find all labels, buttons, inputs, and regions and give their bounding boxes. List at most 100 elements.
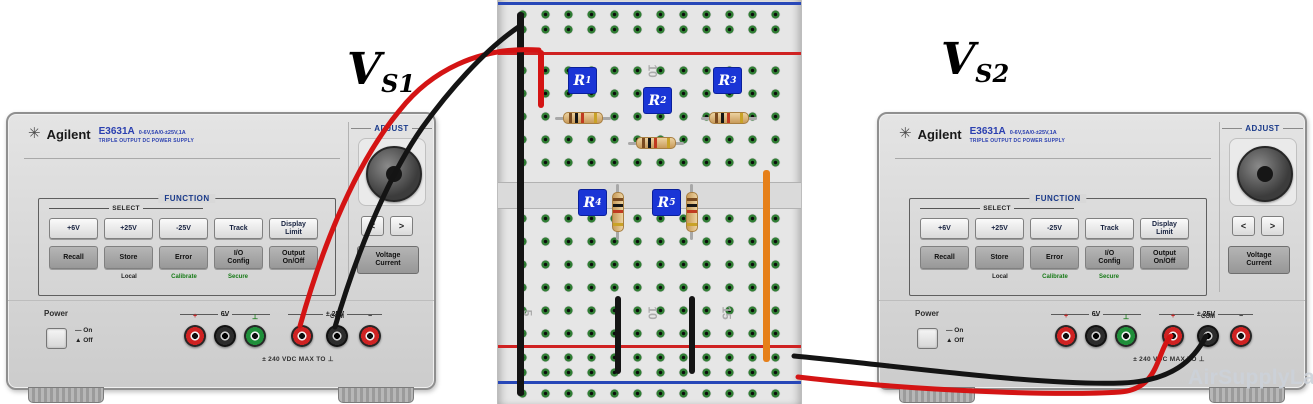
panel-divider [895, 158, 1211, 159]
track-button[interactable]: Track [214, 218, 263, 239]
terminal-com[interactable] [326, 325, 348, 347]
model-subtitle: TRIPLE OUTPUT DC POWER SUPPLY [969, 138, 1065, 144]
com-mark: COM [330, 314, 344, 320]
error-button[interactable]: Error [1030, 246, 1079, 269]
voltage-current-button[interactable]: Voltage Current [357, 246, 419, 274]
model-specs: 0-6V,5A/0-±25V,1A [1009, 130, 1057, 136]
select-label: SELECT [983, 205, 1011, 212]
brand-name: Agilent [917, 127, 962, 142]
power-button[interactable] [917, 328, 938, 349]
on-label: — On [946, 327, 964, 334]
adjust-knob[interactable] [1229, 138, 1297, 206]
minus-mark-25v: − [1238, 313, 1244, 320]
terminal-25v-minus[interactable] [1230, 325, 1252, 347]
psu-front-panel: ✳ Agilent E3631A 0-6V,5A/0-±25V,1A TRIPL… [6, 112, 436, 390]
psu-foot [1209, 387, 1285, 403]
minus25v-button[interactable]: -25V [159, 218, 208, 239]
model-specs: 0-6V,5A/0-±25V,1A [138, 130, 186, 136]
plus25v-button[interactable]: +25V [975, 218, 1024, 239]
onoff-labels: — On ▲ Off [75, 327, 93, 345]
power-label: Power [915, 309, 940, 318]
arrow-left-button[interactable]: < [1232, 216, 1255, 236]
knob-dial[interactable] [1237, 146, 1293, 202]
agilent-logo-icon: ✳ [899, 125, 912, 142]
recall-button[interactable]: Recall [920, 246, 969, 269]
terminal-com[interactable] [1197, 325, 1219, 347]
jumper-wire-black-r4 [615, 296, 621, 374]
voltage-current-button[interactable]: Voltage Current [1228, 246, 1290, 274]
io-config-button[interactable]: I/O Config [214, 246, 263, 269]
column-number: 10 [645, 306, 660, 320]
brand-row: ✳ Agilent E3631A 0-6V,5A/0-±25V,1A TRIPL… [899, 124, 1065, 144]
plus25v-button[interactable]: +25V [104, 218, 153, 239]
resistor-body [709, 112, 749, 124]
com-mark: COM [1201, 314, 1215, 320]
resistor-r4 [612, 184, 624, 240]
terminal-6v-plus[interactable] [1055, 325, 1077, 347]
adjust-section: ADJUST < > Voltage Current [348, 122, 434, 292]
off-label: ▲ Off [946, 336, 964, 344]
power-rail-bottom [511, 350, 788, 380]
power-button[interactable] [46, 328, 67, 349]
plus-mark-25v: + [299, 313, 305, 320]
resistor-body [686, 192, 698, 232]
edge-holes-bottom [511, 386, 788, 401]
model-number: E3631A [98, 126, 135, 137]
arrow-right-button[interactable]: > [390, 216, 413, 236]
display-limit-button[interactable]: Display Limit [269, 218, 318, 239]
terminal-6v-plus[interactable] [184, 325, 206, 347]
store-button[interactable]: Store [975, 246, 1024, 269]
resistor-r3 [701, 112, 757, 124]
function-label: FUNCTION [1029, 194, 1087, 203]
calibrate-label: Calibrate [171, 274, 197, 280]
terminal-25v-plus[interactable] [291, 325, 313, 347]
power-label: Power [44, 309, 69, 318]
plus6v-button[interactable]: +6V [49, 218, 98, 239]
io-config-button[interactable]: I/O Config [1085, 246, 1134, 269]
terminal-ground[interactable] [1115, 325, 1137, 347]
terminal-grid-bottom [511, 207, 788, 345]
select-bracket: SELECT [49, 205, 204, 212]
plus6v-button[interactable]: +6V [920, 218, 969, 239]
6v-bracket: 6V [180, 311, 270, 318]
terminal-6v-minus[interactable] [1085, 325, 1107, 347]
arrow-right-button[interactable]: > [1261, 216, 1284, 236]
minus-mark-25v: − [367, 313, 373, 320]
plus-mark-25v: + [1170, 313, 1176, 320]
power-supply-vs1: ✳ Agilent E3631A 0-6V,5A/0-±25V,1A TRIPL… [6, 112, 436, 403]
adjust-label: ADJUST [1245, 124, 1280, 133]
terminal-25v-plus[interactable] [1162, 325, 1184, 347]
function-section: FUNCTION SELECT +6V +25V -25V Track Disp… [909, 194, 1207, 296]
max-voltage-note: ± 240 VDC MAX TO ⊥ [262, 356, 334, 363]
minus25v-button[interactable]: -25V [1030, 218, 1079, 239]
terminal-ground[interactable] [244, 325, 266, 347]
resistor-r5 [686, 184, 698, 240]
error-button[interactable]: Error [159, 246, 208, 269]
vs1-label: VS1 [347, 48, 415, 96]
terminal-6v-minus[interactable] [214, 325, 236, 347]
column-number: 10 [645, 64, 660, 78]
output-onoff-button[interactable]: Output On/Off [1140, 246, 1189, 269]
vs1-symbol: V [347, 44, 382, 95]
resistor-r1 [555, 112, 611, 124]
output-onoff-button[interactable]: Output On/Off [269, 246, 318, 269]
ground-mark: ⊥ [251, 314, 259, 321]
minus-mark-6v: − [1093, 313, 1099, 320]
terminal-25v-minus[interactable] [359, 325, 381, 347]
track-button[interactable]: Track [1085, 218, 1134, 239]
adjust-knob[interactable] [358, 138, 426, 206]
display-limit-button[interactable]: Display Limit [1140, 218, 1189, 239]
6v-section-label: 6V [1091, 311, 1101, 318]
arrow-left-button[interactable]: < [361, 216, 384, 236]
brand-row: ✳ Agilent E3631A 0-6V,5A/0-±25V,1A TRIPL… [28, 124, 194, 144]
recall-button[interactable]: Recall [49, 246, 98, 269]
knob-dial[interactable] [366, 146, 422, 202]
rail-line-red-bottom [498, 345, 801, 348]
store-button[interactable]: Store [104, 246, 153, 269]
